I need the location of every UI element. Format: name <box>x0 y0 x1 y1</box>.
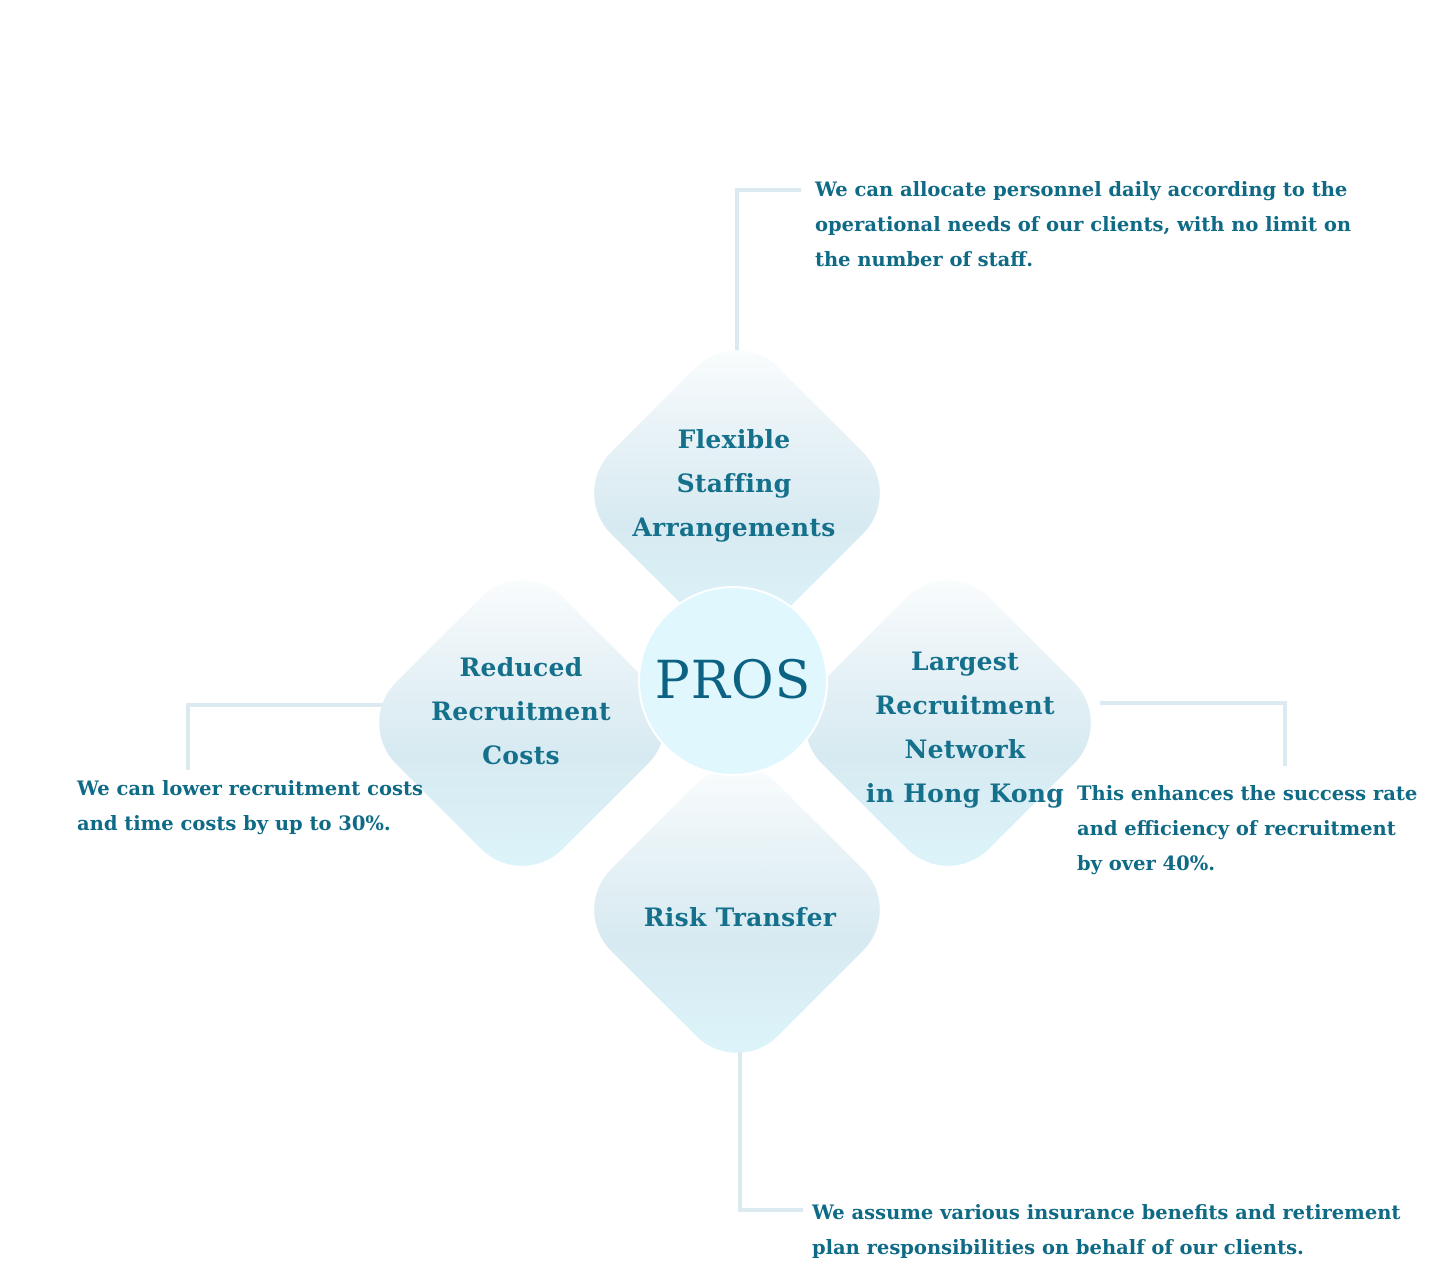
description-recruitment-network: This enhances the success rate and effic… <box>1077 782 1418 875</box>
center-hub: PROS <box>640 588 826 774</box>
description-risk-transfer: We assume various insurance benefits and… <box>812 1201 1401 1259</box>
connector-left <box>186 703 402 770</box>
label-risk-transfer: Risk Transfer <box>643 903 837 932</box>
description-reduced-costs: We can lower recruitment costs and time … <box>77 777 423 835</box>
center-label: PROS <box>654 651 812 711</box>
label-reduced-costs: Reduced Recruitment Costs <box>431 653 611 770</box>
connector-bottom <box>738 1010 803 1212</box>
label-recruitment-network: Largest Recruitment Network in Hong Kong <box>865 647 1065 808</box>
description-flexible-staffing: We can allocate personnel daily accordin… <box>815 178 1352 271</box>
label-flexible-staffing: Flexible Staffing Arrangements <box>632 425 836 542</box>
connector-right <box>1100 701 1287 766</box>
connector-top <box>735 188 801 405</box>
